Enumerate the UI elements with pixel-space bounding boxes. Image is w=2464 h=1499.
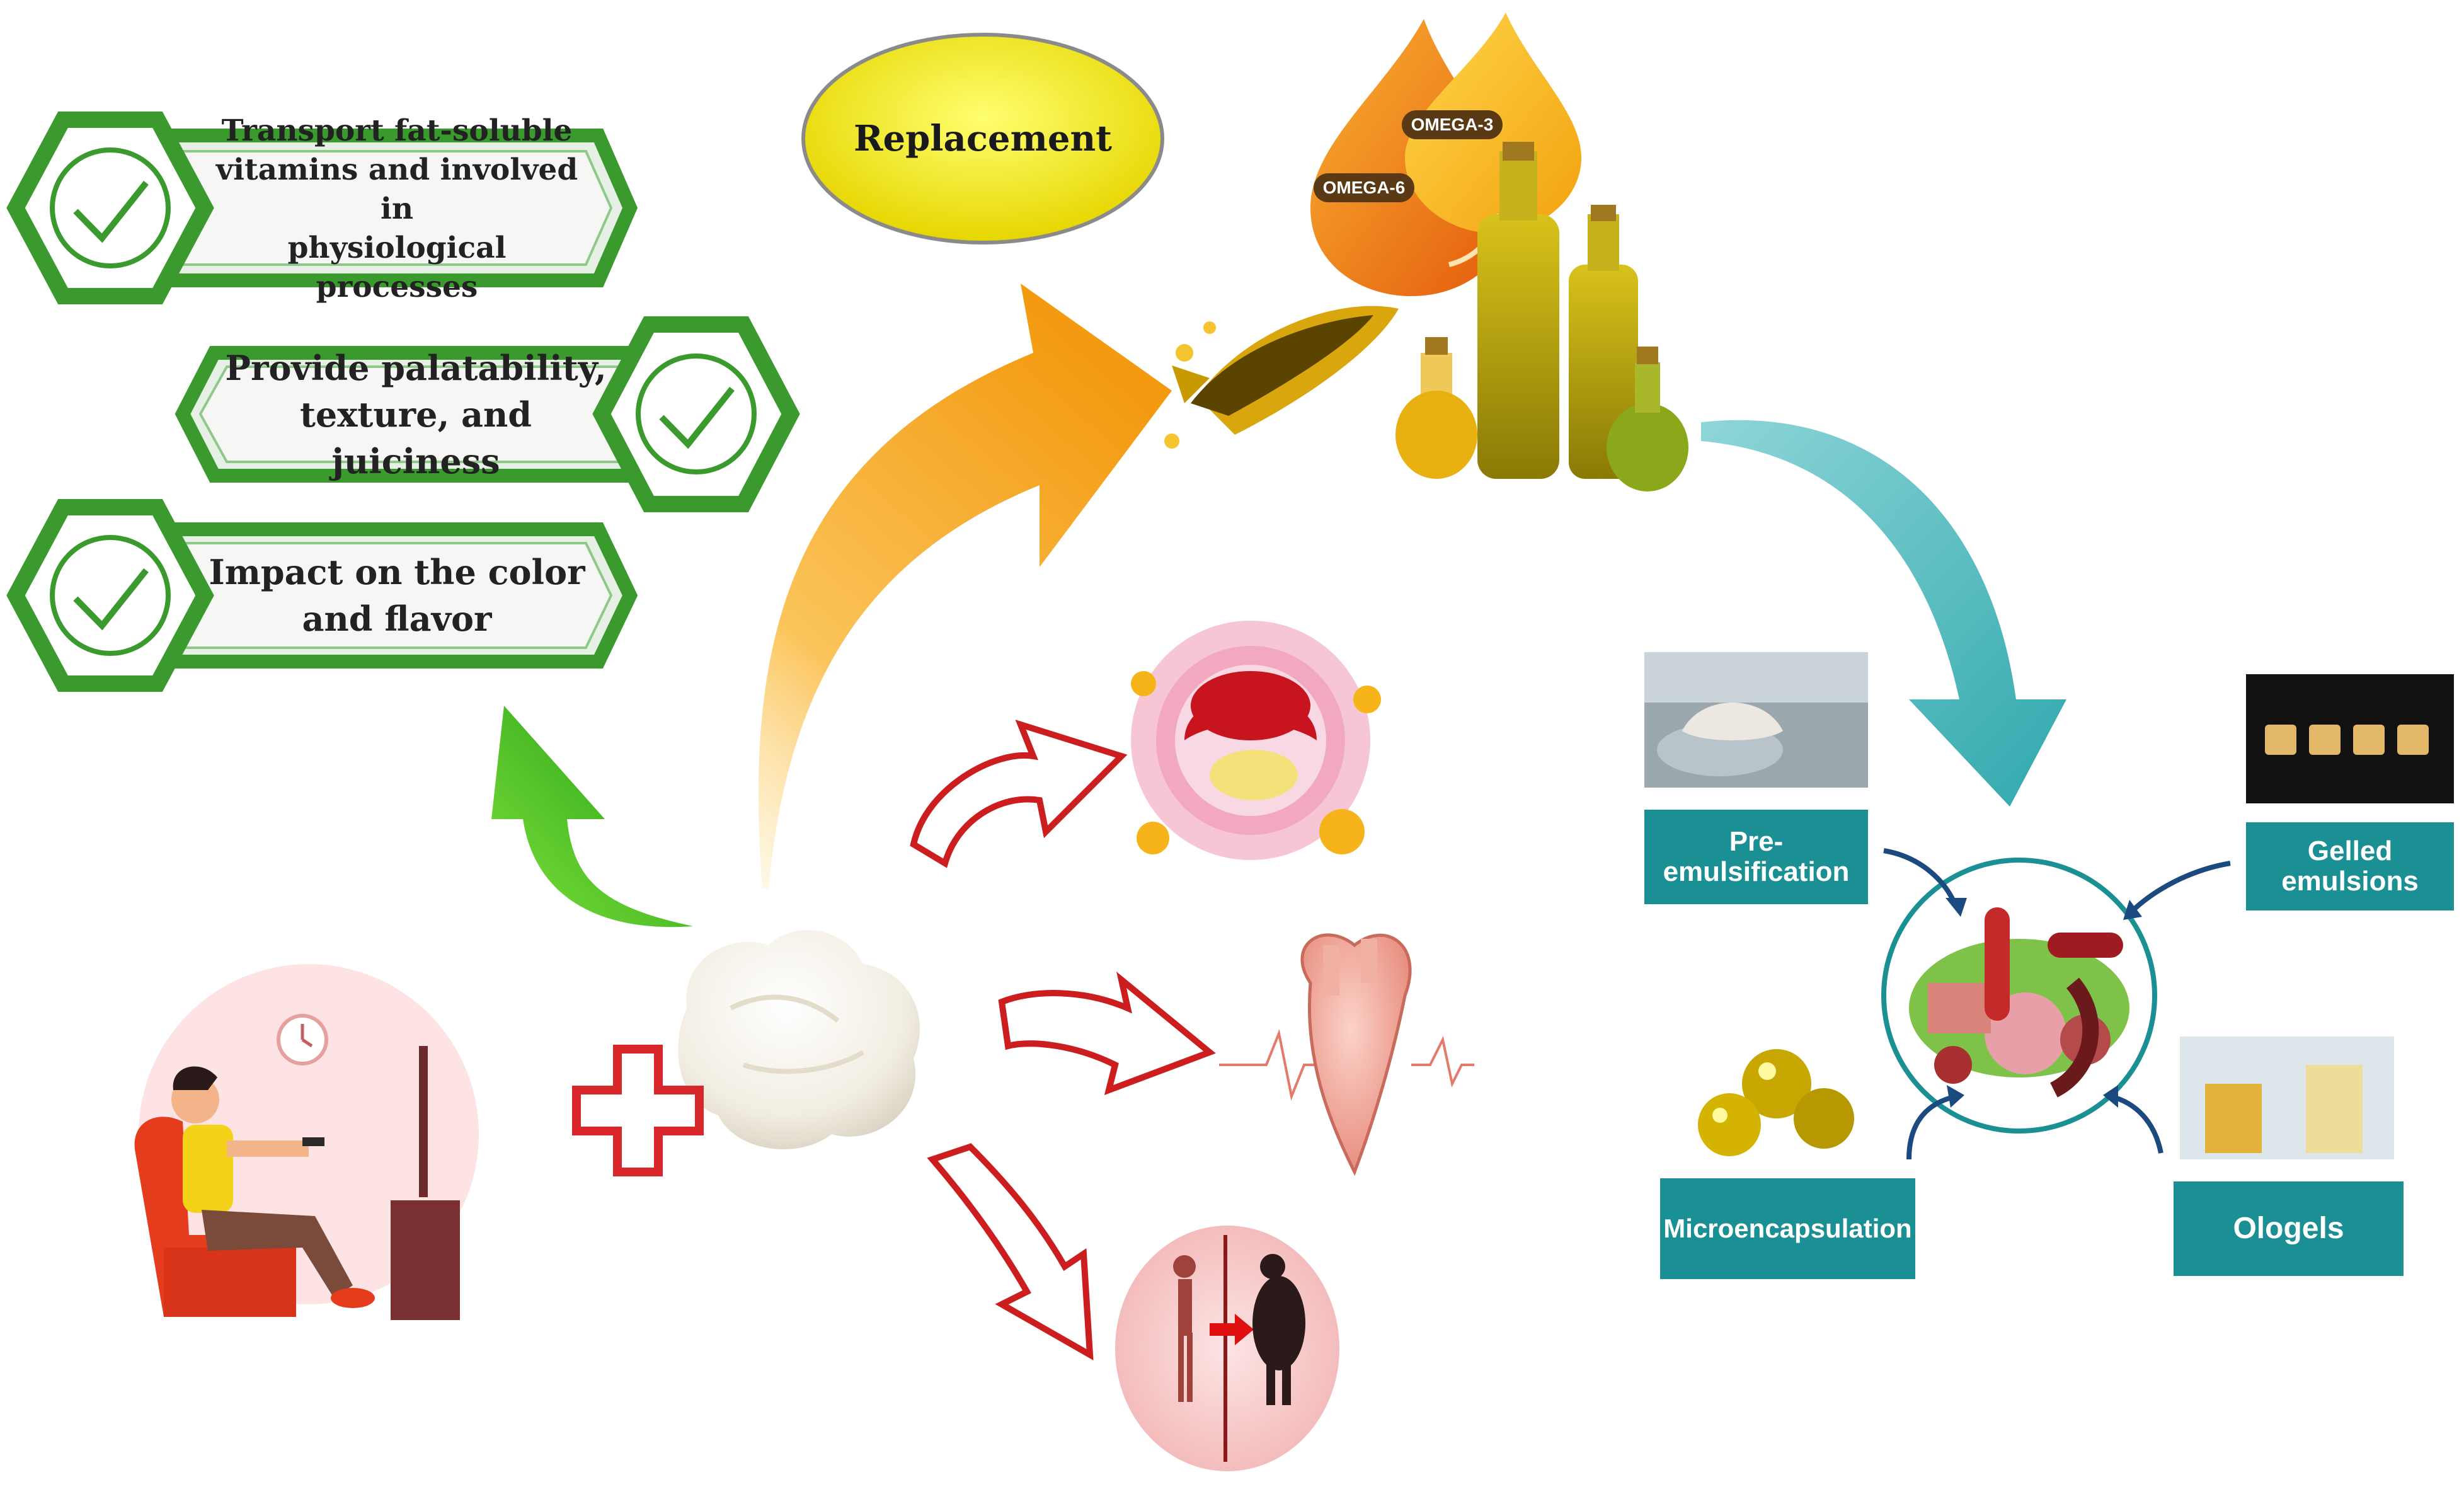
- pre-emulsification-text: Pre-emulsification: [1663, 825, 1850, 887]
- replacement-label: Replacement: [853, 118, 1113, 159]
- benefit-2-line-1: Provide palatability,: [225, 347, 607, 388]
- benefit-1-line-3: physiological processes: [287, 231, 507, 304]
- orange-arrow: [758, 284, 1172, 888]
- benefit-box-3: [6, 499, 638, 692]
- benefit-3-line-2: and flavor: [302, 599, 492, 639]
- benefit-text-1: Transport fat-soluble vitamins and invol…: [205, 113, 589, 304]
- ologels-photo: [2180, 1037, 2394, 1159]
- teal-arrow: [1701, 420, 2066, 807]
- benefit-box-2: [175, 316, 800, 512]
- benefit-box-1: [6, 112, 638, 304]
- green-arrow: [491, 706, 693, 928]
- ologels-text: Ologels: [2233, 1211, 2344, 1245]
- artery-illustration: [1131, 621, 1381, 860]
- omega-6-label: OMEGA-6: [1314, 173, 1414, 202]
- microencapsulation-photo: [1698, 1049, 1854, 1156]
- pre-emulsification-photo: [1644, 652, 1868, 788]
- strategy-arrows: [1883, 848, 2231, 1160]
- red-arrow-to-obesity: [927, 1143, 1094, 1360]
- red-arrow-to-heart: [998, 971, 1216, 1096]
- plus-icon: [572, 1045, 704, 1176]
- benefit-2-line-2: texture, and juiciness: [299, 394, 532, 481]
- animal-fat-illustration: [678, 930, 920, 1149]
- meat-products-illustration: [1881, 858, 2157, 1134]
- benefit-text-2: Provide palatability, texture, and juici…: [214, 348, 617, 481]
- oil-bottles-illustration: [1395, 142, 1688, 491]
- heart-illustration: [1219, 933, 1474, 1176]
- benefit-text-3: Impact on the color and flavor: [205, 543, 589, 648]
- microencapsulation-text: Microencapsulation: [1663, 1213, 1912, 1243]
- gelled-emulsions-label: Gelled emulsions: [2246, 822, 2454, 910]
- obesity-illustration: [1115, 1226, 1339, 1471]
- ologels-label: Ologels: [2174, 1181, 2404, 1276]
- sedentary-person-illustration: [134, 964, 479, 1320]
- benefit-1-line-2: vitamins and involved in: [215, 152, 578, 226]
- benefit-1-line-1: Transport fat-soluble: [221, 113, 573, 148]
- fish-splash-illustration: [1164, 306, 1399, 449]
- replacement-ellipse: [801, 33, 1164, 244]
- gelled-emulsions-text: Gelled emulsions: [2281, 835, 2419, 897]
- omega-3-label: OMEGA-3: [1402, 110, 1503, 139]
- pre-emulsification-label: Pre-emulsification: [1644, 810, 1868, 904]
- gelled-emulsions-photo: [2246, 674, 2454, 803]
- microencapsulation-label: Microencapsulation: [1660, 1178, 1915, 1279]
- benefit-3-line-1: Impact on the color: [209, 552, 585, 592]
- red-arrow-to-artery: [910, 720, 1128, 868]
